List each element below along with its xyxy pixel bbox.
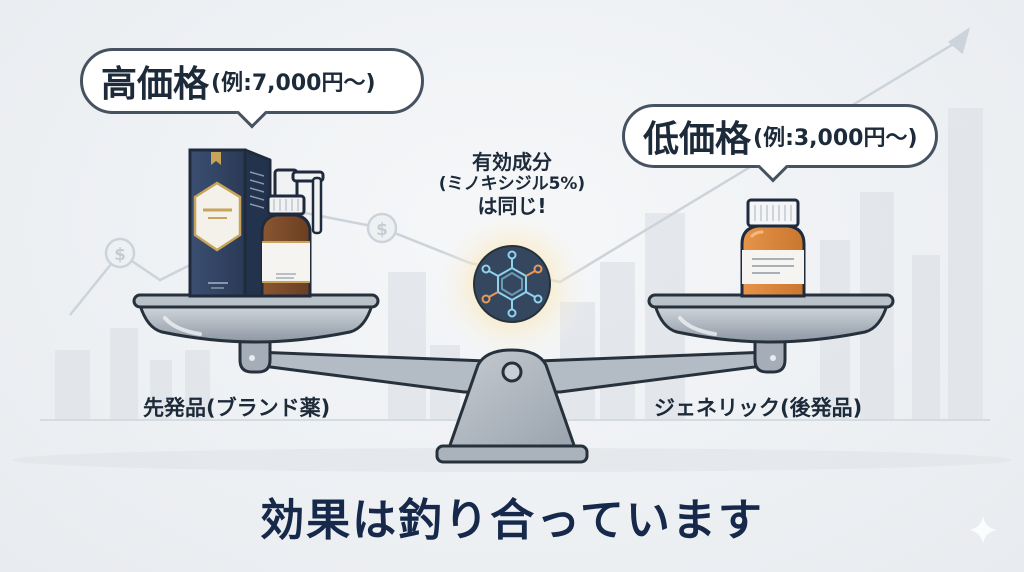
background-bars	[55, 108, 983, 420]
dollar-coin-icon: $	[104, 237, 136, 269]
high-price-label: 高価格	[101, 64, 210, 105]
high-price-bubble: 高価格 (例:7,000円〜)	[80, 48, 424, 114]
note-line-2: (ミノキシジル5%)	[438, 174, 586, 194]
headline: 効果は釣り合っています	[260, 495, 764, 546]
high-price-example: (例:7,000円〜)	[211, 71, 376, 96]
right-scale-pan	[647, 293, 895, 344]
low-price-label: 低価格	[643, 119, 752, 160]
dollar-coin-icon: $	[366, 212, 398, 244]
active-ingredient-note: 有効成分 (ミノキシジル5%) は同じ!	[400, 150, 624, 218]
low-price-bubble: 低価格 (例:3,000円〜)	[622, 104, 938, 168]
brand-drug-label: 先発品(ブランド薬)	[143, 396, 331, 420]
svg-text:$: $	[114, 245, 126, 265]
svg-text:$: $	[376, 220, 388, 240]
note-line-3: は同じ!	[477, 194, 547, 219]
generic-drug-label: ジェネリック(後発品)	[654, 396, 863, 420]
low-price-example: (例:3,000円〜)	[753, 126, 918, 151]
note-line-1: 有効成分	[472, 150, 552, 174]
